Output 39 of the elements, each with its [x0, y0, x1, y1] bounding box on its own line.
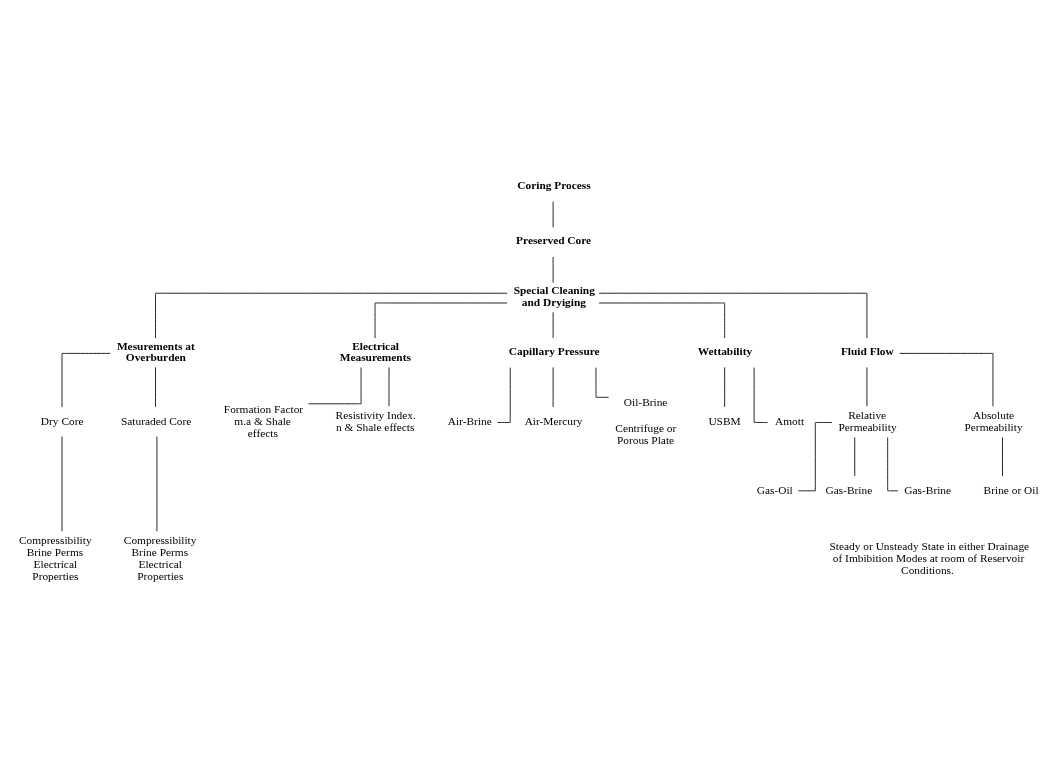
connector — [155, 366, 156, 408]
node-text: Amott — [775, 414, 805, 427]
connector — [598, 302, 726, 339]
connector — [598, 292, 868, 339]
node-text: Gas-Brine — [904, 483, 952, 496]
node-text: USBM — [708, 414, 741, 427]
connector — [1002, 436, 1003, 477]
node-text: Oil-Brine — [623, 395, 668, 408]
node-text: Saturaded Core — [120, 414, 192, 427]
node-text: Special Cleaning and Dryiging — [513, 284, 595, 308]
node-text: Compressibility Brine Perms Electrical Properties — [18, 533, 92, 583]
connector — [61, 352, 111, 408]
node-text: Air-Mercury — [524, 414, 583, 427]
connector — [374, 302, 508, 339]
node-text: Wettability — [697, 344, 753, 357]
node-text: Preserved Core — [516, 234, 592, 247]
node-text: Brine or Oil — [983, 483, 1039, 496]
connector — [724, 366, 726, 408]
node-text: Dry Core — [40, 414, 84, 427]
node-text: Gas-Oil — [756, 483, 793, 496]
node-text: Gas-Brine — [825, 483, 873, 496]
node-text: Capillary Pressure — [508, 344, 600, 357]
connector — [899, 352, 994, 407]
connector — [854, 436, 856, 477]
node-text: Coring Process — [517, 179, 591, 192]
node-text: Air-Brine — [447, 414, 492, 427]
connector — [155, 292, 508, 339]
connector — [308, 367, 362, 405]
node-text: Resistivity Index. n & Shale effects — [335, 408, 416, 433]
node-text: Absolute Permeability — [964, 408, 1023, 433]
node-text: Fluid Flow — [840, 344, 894, 357]
node-label: Centrifuge or Porous Plate — [615, 421, 677, 446]
node-text: Mesurements at Overburden — [116, 339, 195, 364]
connector — [797, 422, 833, 492]
node-text: Relative Permeability — [838, 408, 897, 433]
node-text: Electrical Measurements — [339, 339, 411, 364]
label: Steady or Unsteady State in either Drainage of Imbibition Modes at room of Reservoir Conditions. — [829, 539, 1030, 577]
node-text: Formation Factor m.a & Shale effects — [223, 402, 304, 439]
node-text: Compressibility Brine Perms Electrical Properties — [123, 533, 197, 583]
